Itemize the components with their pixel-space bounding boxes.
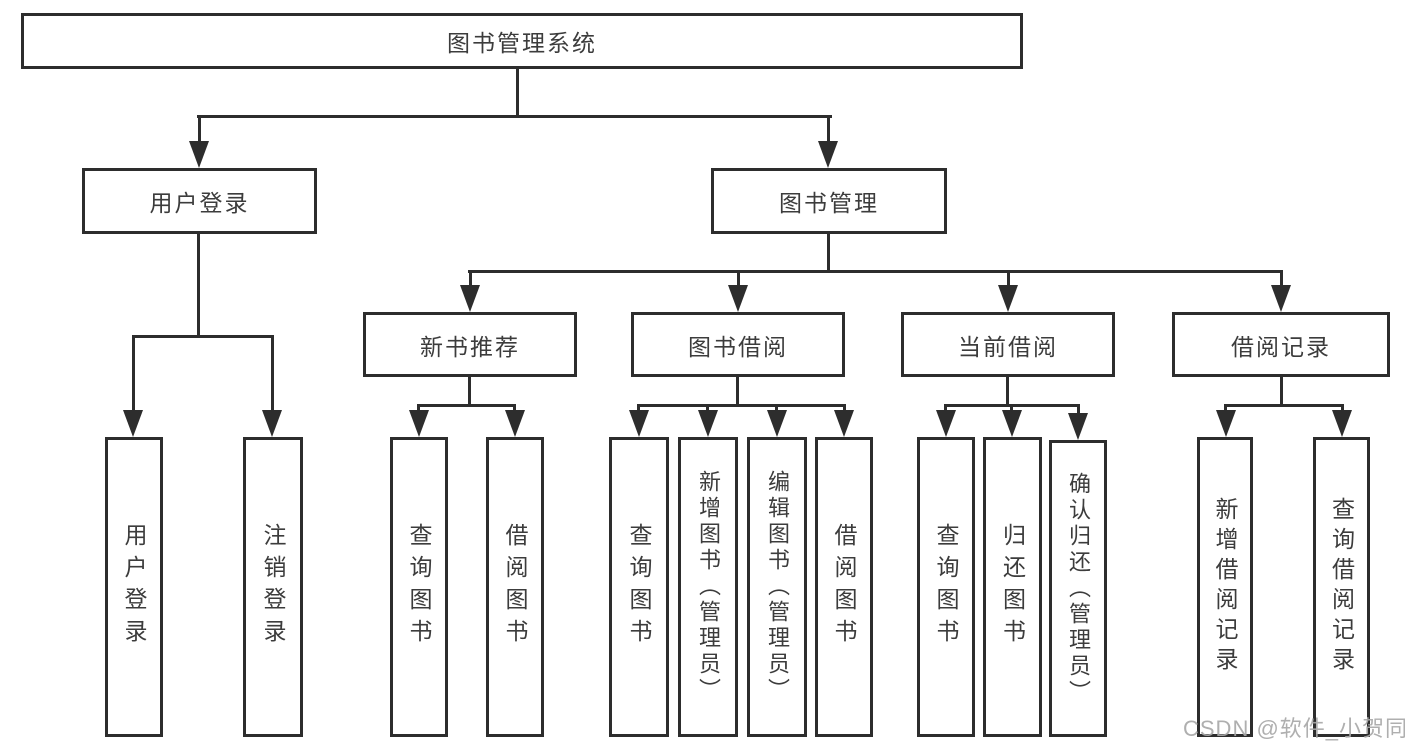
node-root: 图书管理系统	[21, 13, 1023, 69]
connector-line	[1224, 404, 1344, 407]
leaf-records-add-record-label: 新增借阅记录	[1212, 497, 1238, 677]
leaf-current-return-books-label: 归还图书	[999, 523, 1026, 651]
leaf-user-login-label: 用户登录	[121, 523, 147, 651]
connector-line	[197, 233, 200, 338]
leaf-recommend-query-books-label: 查询图书	[406, 523, 432, 651]
node-root-label: 图书管理系统	[447, 30, 597, 56]
node-user-login-label: 用户登录	[149, 190, 250, 216]
node-book-borrowing-label: 图书借阅	[688, 333, 788, 360]
arrow-down-icon	[629, 410, 649, 437]
arrow-down-icon	[698, 410, 718, 437]
arrow-down-icon	[460, 285, 480, 312]
leaf-recommend-borrow-books-label: 借阅图书	[502, 523, 528, 651]
node-borrowing-records-label: 借阅记录	[1231, 333, 1331, 360]
arrow-down-icon	[728, 285, 748, 312]
node-new-book-recommend: 新书推荐	[363, 312, 577, 377]
arrow-down-icon	[818, 141, 838, 168]
node-new-book-recommend-label: 新书推荐	[420, 333, 520, 360]
leaf-current-confirm-return-label: 确认归还（管理员）	[1066, 471, 1091, 706]
connector-line	[737, 270, 740, 292]
leaf-logout-label: 注销登录	[260, 523, 286, 651]
leaf-records-query-record-label: 查询借阅记录	[1328, 497, 1355, 677]
connector-line	[468, 270, 1283, 273]
connector-line	[516, 67, 519, 118]
connector-line	[271, 335, 274, 416]
connector-line	[827, 115, 830, 148]
connector-line	[469, 270, 472, 292]
leaf-logout: 注销登录	[243, 437, 303, 737]
leaf-recommend-borrow-books: 借阅图书	[486, 437, 544, 737]
connector-line	[132, 335, 135, 416]
node-book-management: 图书管理	[711, 168, 947, 234]
node-current-borrowing: 当前借阅	[901, 312, 1115, 377]
arrow-down-icon	[505, 410, 525, 437]
node-current-borrowing-label: 当前借阅	[958, 333, 1058, 360]
connector-line	[827, 233, 830, 273]
connector-line	[1280, 270, 1283, 292]
csdn-watermark: CSDN @软件_小贺同学	[1183, 716, 1405, 741]
node-book-management-label: 图书管理	[779, 190, 879, 216]
leaf-records-query-record: 查询借阅记录	[1313, 437, 1370, 737]
connector-line	[1280, 377, 1283, 407]
leaf-borrowing-borrow-books: 借阅图书	[815, 437, 873, 737]
arrow-down-icon	[936, 410, 956, 437]
arrow-down-icon	[998, 285, 1018, 312]
leaf-current-confirm-return: 确认归还（管理员）	[1049, 440, 1107, 737]
leaf-borrowing-query-books-label: 查询图书	[626, 523, 652, 651]
arrow-down-icon	[1216, 410, 1236, 437]
connector-line	[198, 115, 201, 148]
leaf-borrowing-query-books: 查询图书	[609, 437, 669, 737]
connector-line	[1006, 377, 1009, 407]
arrow-down-icon	[834, 410, 854, 437]
node-user-login: 用户登录	[82, 168, 317, 234]
leaf-borrowing-edit-books-label: 编辑图书（管理员）	[765, 470, 790, 704]
arrow-down-icon	[1002, 410, 1022, 437]
connector-line	[637, 404, 846, 407]
leaf-current-query-books-label: 查询图书	[933, 523, 959, 651]
connector-line	[417, 404, 516, 407]
arrow-down-icon	[123, 410, 143, 437]
connector-line	[1077, 404, 1080, 416]
leaf-current-query-books: 查询图书	[917, 437, 975, 737]
arrow-down-icon	[409, 410, 429, 437]
arrow-down-icon	[189, 141, 209, 168]
leaf-current-return-books: 归还图书	[983, 437, 1042, 737]
arrow-down-icon	[1068, 413, 1088, 440]
leaf-borrowing-add-books: 新增图书（管理员）	[678, 437, 738, 737]
connector-line	[1007, 270, 1010, 292]
arrow-down-icon	[262, 410, 282, 437]
arrow-down-icon	[1271, 285, 1291, 312]
leaf-user-login: 用户登录	[105, 437, 163, 737]
leaf-records-add-record: 新增借阅记录	[1197, 437, 1253, 737]
leaf-recommend-query-books: 查询图书	[390, 437, 448, 737]
node-borrowing-records: 借阅记录	[1172, 312, 1390, 377]
arrow-down-icon	[767, 410, 787, 437]
leaf-borrowing-edit-books: 编辑图书（管理员）	[747, 437, 807, 737]
leaf-borrowing-borrow-books-label: 借阅图书	[831, 523, 857, 651]
leaf-borrowing-add-books-label: 新增图书（管理员）	[696, 470, 721, 704]
arrow-down-icon	[1332, 410, 1352, 437]
connector-line	[197, 115, 832, 118]
connector-line	[132, 335, 274, 338]
connector-line	[736, 377, 739, 407]
node-book-borrowing: 图书借阅	[631, 312, 845, 377]
connector-line	[468, 377, 471, 407]
